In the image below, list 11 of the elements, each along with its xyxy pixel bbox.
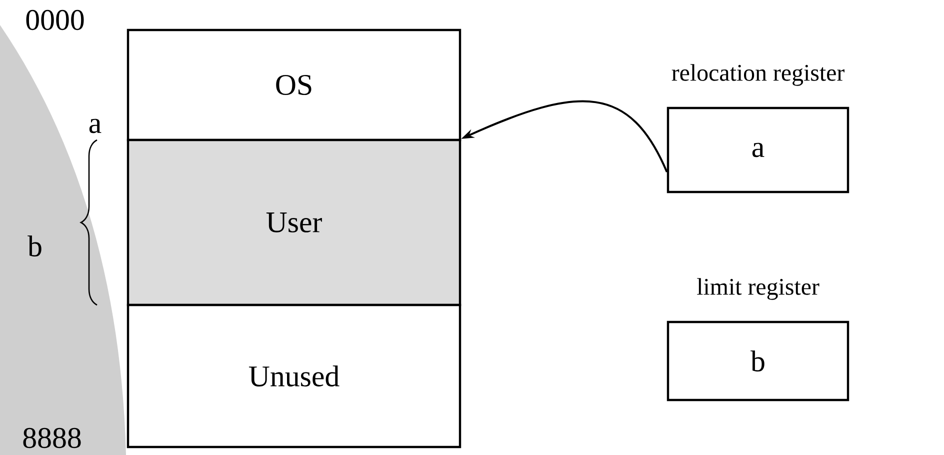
memory-block: OS — [126, 28, 462, 142]
memory-block: User — [126, 138, 462, 306]
memory-address: 0000 — [26, 10, 84, 30]
register-label: relocation register — [672, 64, 844, 86]
memory-address: b — [28, 235, 42, 256]
memory-block: Unused — [126, 304, 462, 448]
register-box: b — [666, 320, 850, 402]
memory-address: a — [89, 118, 102, 134]
memory-address: 8888 — [23, 428, 81, 448]
register-box: a — [666, 106, 850, 194]
register-label: limit register — [697, 278, 820, 300]
